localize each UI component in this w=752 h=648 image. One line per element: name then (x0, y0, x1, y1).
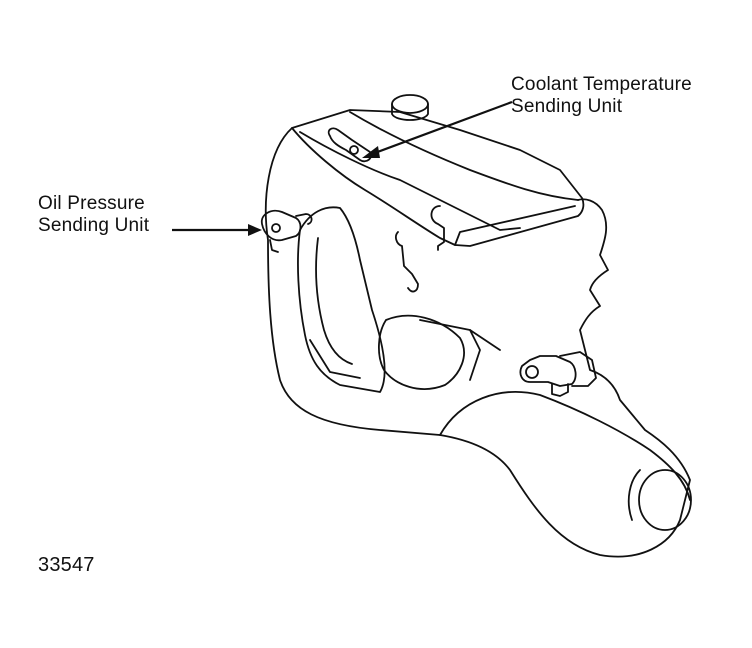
oil-label-line1: Oil Pressure (38, 193, 145, 214)
coolant-label-line2: Sending Unit (511, 96, 623, 117)
figure-number: 33547 (38, 554, 95, 576)
lower-block-detail (378, 314, 465, 390)
bellhousing (439, 391, 691, 501)
oil-leader-arrow (172, 224, 262, 236)
coolant-label-line1: Coolant Temperature (511, 74, 692, 95)
coolant-temp-sending-unit-label: Coolant Temperature Sending Unit (511, 74, 692, 118)
oil-pressure-sending-unit-label: Oil Pressure Sending Unit (38, 193, 149, 237)
oil-filler-cap (391, 94, 429, 114)
side-fitting (519, 355, 577, 387)
valve-cover-front-edge (454, 205, 576, 246)
intake-runner (297, 206, 386, 393)
coolant-leader-arrow (362, 100, 513, 158)
valve-cover-ridge-2 (349, 111, 579, 201)
valve-cover-ridge (299, 131, 521, 231)
oil-pressure-sensor (260, 209, 302, 242)
side-bracket (395, 231, 419, 293)
output-flange (638, 469, 692, 531)
oil-label-line2: Sending Unit (38, 215, 150, 236)
valve-cover (291, 109, 585, 247)
lifting-bracket (430, 205, 445, 251)
engine-block-outline (264, 127, 691, 558)
